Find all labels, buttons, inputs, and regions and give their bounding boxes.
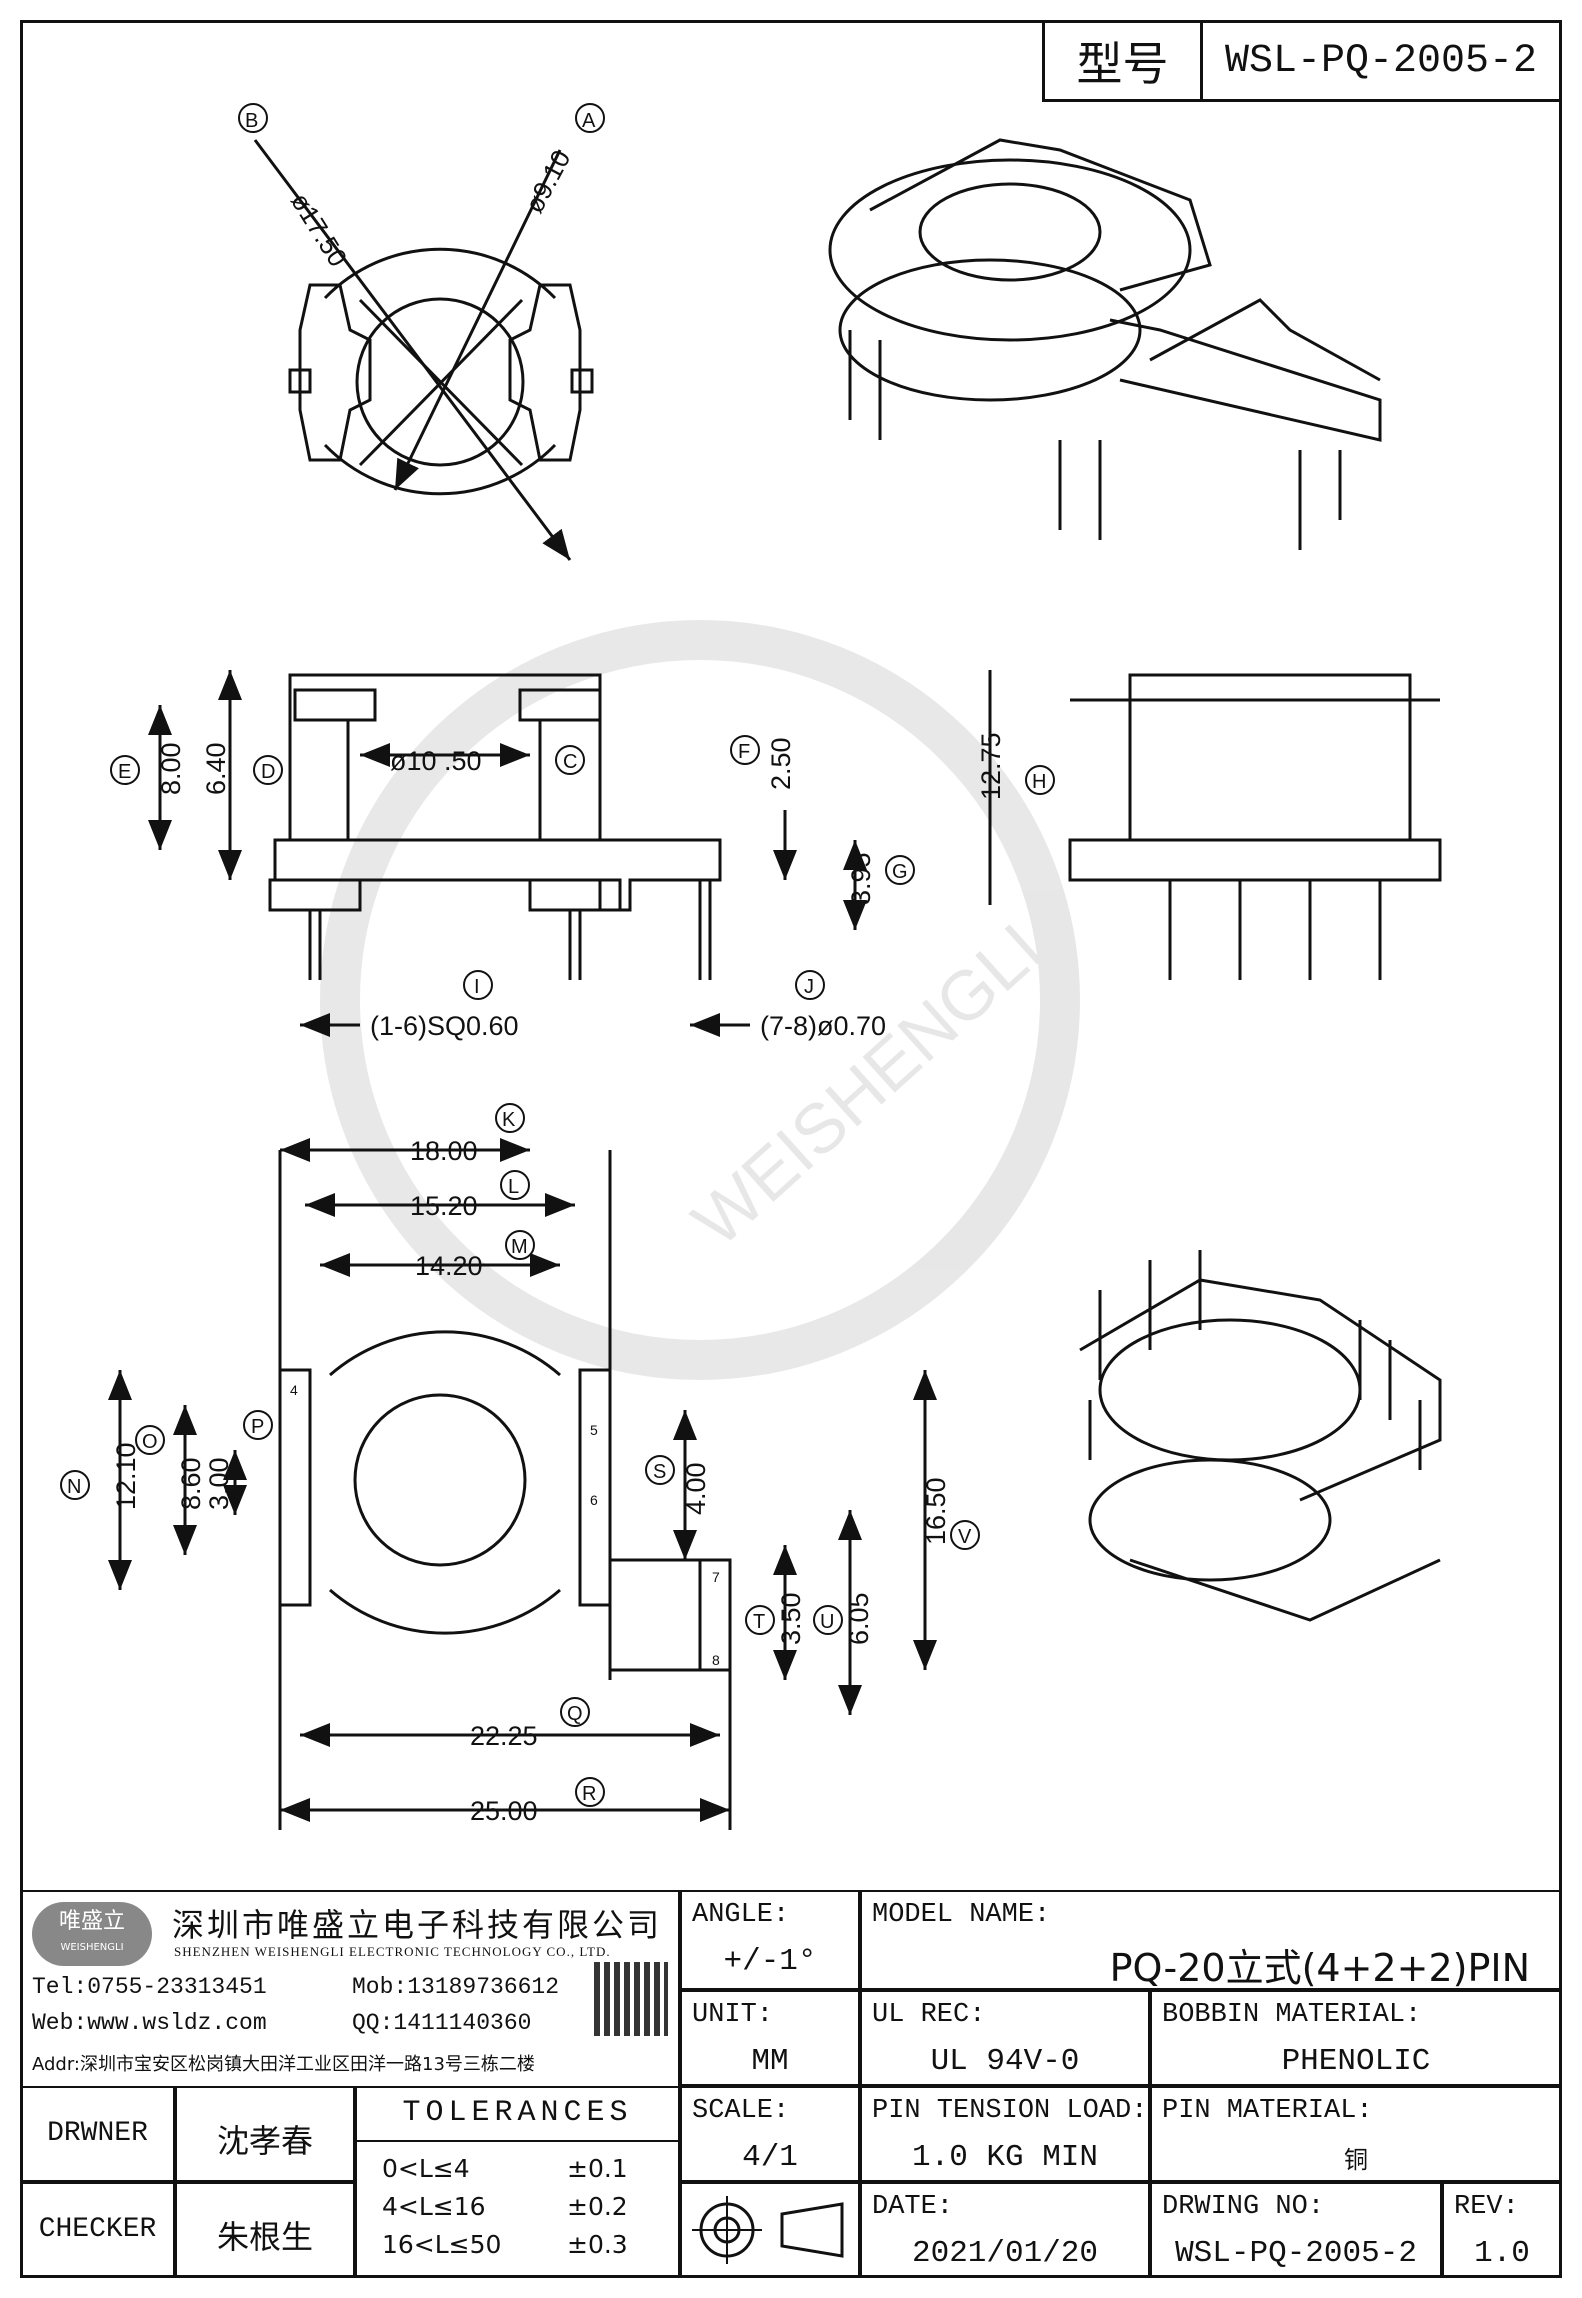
ul-cell: UL REC: UL 94V-0: [860, 1990, 1150, 2086]
side-view-callouts: E D C F G H I J: [110, 735, 1055, 1000]
company-logo: 唯盛立 WEISHENGLI: [32, 1902, 152, 1966]
front-right-view: [988, 670, 1442, 980]
technical-drawing: WEISHENGLI B ø17.50 A ø9.10: [60, 103, 1442, 1830]
dim-g-text: 3.95: [846, 852, 876, 905]
dim-k-text: 18.00: [410, 1136, 478, 1166]
pin-numbers: 4 5 6 7 8: [290, 1382, 720, 1668]
drawer-value-cell: 沈孝春: [175, 2086, 355, 2182]
checker-value-cell: 朱根生: [175, 2182, 355, 2278]
drawing-no-cell: DRWING NO: WSL-PQ-2005-2: [1150, 2182, 1442, 2278]
side-view: [148, 670, 867, 1037]
svg-text:J: J: [804, 976, 814, 998]
projection-symbol-icon: [692, 2196, 844, 2264]
title-block: 唯盛立 WEISHENGLI 深圳市唯盛立电子科技有限公司 SHENZHEN W…: [20, 1890, 1562, 2278]
callout-a: A: [582, 110, 596, 132]
date-cell: DATE: 2021/01/20: [860, 2182, 1150, 2278]
company-mob: Mob:13189736612: [352, 1974, 560, 2000]
svg-text:O: O: [142, 1431, 158, 1453]
projection-symbol-cell: [680, 2182, 860, 2278]
svg-text:V: V: [958, 1526, 972, 1548]
top-view: [253, 139, 594, 561]
svg-text:K: K: [502, 1109, 516, 1131]
svg-text:G: G: [892, 861, 908, 883]
rev-cell: REV: 1.0: [1442, 2182, 1562, 2278]
dim-a-text: ø9.10: [519, 145, 577, 218]
model-value: PQ-20立式(4+2+2)PIN: [1109, 1946, 1530, 1990]
svg-text:M: M: [511, 1236, 528, 1258]
tolerances-cell: TOLERANCES 0<L≤4 ±0.1 4<L≤16 ±0.2 16<L≤5…: [355, 2086, 680, 2278]
svg-text:T: T: [753, 1611, 765, 1633]
unit-cell: UNIT: MM: [680, 1990, 860, 2086]
dim-u-text: 6.05: [844, 1592, 874, 1645]
company-web: Web:www.wsldz.com: [32, 2010, 267, 2036]
type-value: WSL-PQ-2005-2: [1224, 38, 1538, 84]
svg-text:D: D: [261, 761, 275, 783]
isometric-view-top: [828, 138, 1382, 550]
dim-j-text: (7-8)ø0.70: [760, 1011, 886, 1041]
dim-p-text: 3.00: [204, 1457, 234, 1510]
svg-text:Q: Q: [567, 1703, 583, 1725]
dim-m-text: 14.20: [415, 1251, 483, 1281]
angle-cell: ANGLE: +/-1°: [680, 1890, 860, 1990]
svg-text:L: L: [508, 1176, 519, 1198]
drawer-label-cell: DRWNER: [20, 2086, 175, 2182]
svg-text:R: R: [582, 1783, 596, 1805]
company-name-cn: 深圳市唯盛立电子科技有限公司: [172, 1906, 663, 1944]
company-qq: QQ:1411140360: [352, 2010, 532, 2036]
dim-v-text: 16.50: [921, 1477, 951, 1545]
tension-cell: PIN TENSION LOAD: 1.0 KG MIN: [860, 2086, 1150, 2182]
svg-text:7: 7: [712, 1569, 720, 1585]
type-box: 型号 WSL-PQ-2005-2: [1042, 20, 1562, 102]
dim-q-text: 22.25: [470, 1721, 538, 1751]
svg-text:6: 6: [590, 1492, 598, 1508]
bottom-view-callouts: K L M N O P S V T U Q R: [60, 1103, 980, 1807]
svg-text:4: 4: [290, 1382, 298, 1398]
svg-text:I: I: [474, 976, 480, 998]
svg-text:U: U: [820, 1611, 834, 1633]
scale-cell: SCALE: 4/1: [680, 2086, 860, 2182]
dim-l-text: 15.20: [410, 1191, 478, 1221]
dim-n-text: 12.10: [111, 1442, 141, 1510]
type-label: 型号: [1045, 23, 1203, 99]
dim-t-text: 3.50: [776, 1592, 806, 1645]
company-area: 唯盛立 WEISHENGLI 深圳市唯盛立电子科技有限公司 SHENZHEN W…: [20, 1890, 680, 2088]
callout-b: B: [245, 110, 258, 132]
svg-text:F: F: [738, 741, 750, 763]
side-view-labels: 8.00 6.40 ø10 .50 2.50 3.95 12.75 (1-6)S…: [156, 732, 1006, 1041]
dim-o-text: 8.60: [176, 1457, 206, 1510]
dim-r-text: 25.00: [470, 1796, 538, 1826]
model-cell: MODEL NAME: PQ-20立式(4+2+2)PIN: [860, 1890, 1562, 1990]
dim-e-text: 8.00: [156, 742, 186, 795]
bottom-view: [108, 1138, 937, 1830]
svg-text:P: P: [251, 1416, 264, 1438]
bobbin-cell: BOBBIN MATERIAL: PHENOLIC: [1150, 1990, 1562, 2086]
qr-code: [594, 1962, 668, 2036]
svg-text:N: N: [67, 1476, 81, 1498]
dim-f-text: 2.50: [766, 737, 796, 790]
pin-material-cell: PIN MATERIAL: 铜: [1150, 2086, 1562, 2182]
company-tel: Tel:0755-23313451: [32, 1974, 267, 2000]
svg-text:8: 8: [712, 1652, 720, 1668]
dim-c-text: ø10 .50: [390, 746, 482, 776]
company-addr: Addr:深圳市宝安区松岗镇大田洋工业区田洋一路13号三栋二楼: [32, 2054, 535, 2075]
dim-d-text: 6.40: [201, 742, 231, 795]
top-view-labels: B ø17.50 A ø9.10: [238, 103, 605, 272]
bottom-view-labels: 18.00 15.20 14.20 12.10 8.60 3.00 4.00 1…: [111, 1136, 951, 1826]
dim-i-text: (1-6)SQ0.60: [370, 1011, 519, 1041]
svg-text:E: E: [118, 761, 131, 783]
company-name-en: SHENZHEN WEISHENGLI ELECTRONIC TECHNOLOG…: [174, 1944, 611, 1959]
isometric-view-bottom: [1079, 1250, 1442, 1622]
dim-s-text: 4.00: [681, 1462, 711, 1515]
svg-text:5: 5: [590, 1422, 598, 1438]
svg-text:H: H: [1032, 771, 1046, 793]
dim-b-text: ø17.50: [285, 187, 353, 272]
checker-label-cell: CHECKER: [20, 2182, 175, 2278]
svg-text:S: S: [653, 1461, 666, 1483]
svg-text:C: C: [563, 751, 577, 773]
